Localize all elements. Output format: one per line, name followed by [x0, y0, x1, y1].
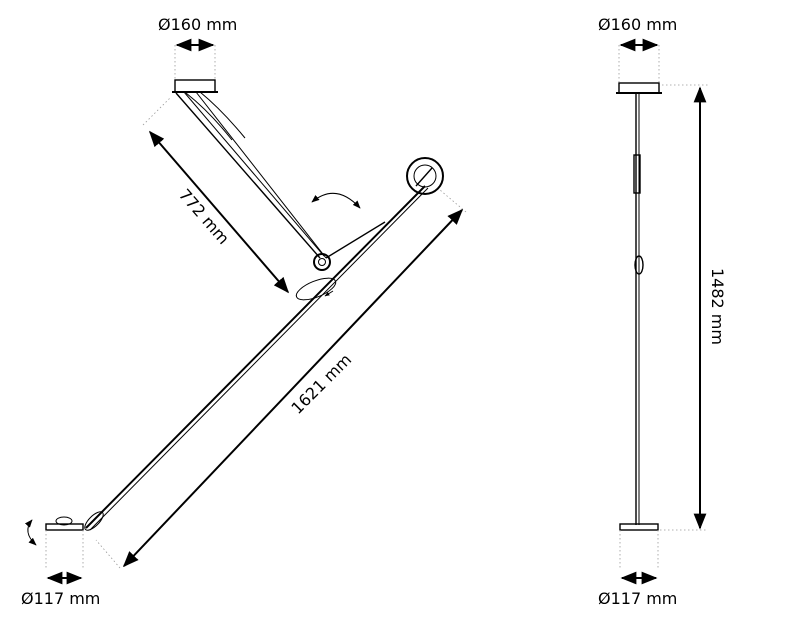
right-ceiling-canopy [616, 45, 662, 94]
right-base [619, 523, 659, 570]
right-pole [635, 94, 640, 525]
left-top-diameter-label: Ø160 mm [158, 15, 237, 34]
right-height-label: 1482 mm [708, 268, 727, 345]
left-boom-extension-bottom [95, 539, 121, 569]
right-pole-reflector [633, 154, 641, 194]
left-joint [313, 253, 331, 271]
right-pole-joint [634, 255, 644, 275]
left-arm-dimension-arrow [148, 130, 290, 294]
left-ceiling-canopy [172, 45, 218, 93]
right-view: Ø160 mm Ø117 mm 1482 mm [598, 15, 727, 608]
left-boom-extension-top [439, 189, 467, 213]
left-boom-dimension-arrow [122, 208, 464, 568]
left-base [45, 511, 104, 570]
left-view: Ø160 mm [21, 15, 467, 608]
right-top-diameter-label: Ø160 mm [598, 15, 677, 34]
left-upper-arm [175, 91, 327, 259]
left-arm-extension-line [142, 97, 171, 126]
left-boom [85, 185, 429, 531]
left-base-diameter-label: Ø117 mm [21, 589, 100, 608]
left-base-pivot-arrow [24, 519, 37, 546]
right-base-diameter-label: Ø117 mm [598, 589, 677, 608]
left-reflector [406, 157, 444, 195]
left-swing-arc-icon [311, 192, 361, 209]
left-rotation-ellipse [295, 277, 337, 301]
